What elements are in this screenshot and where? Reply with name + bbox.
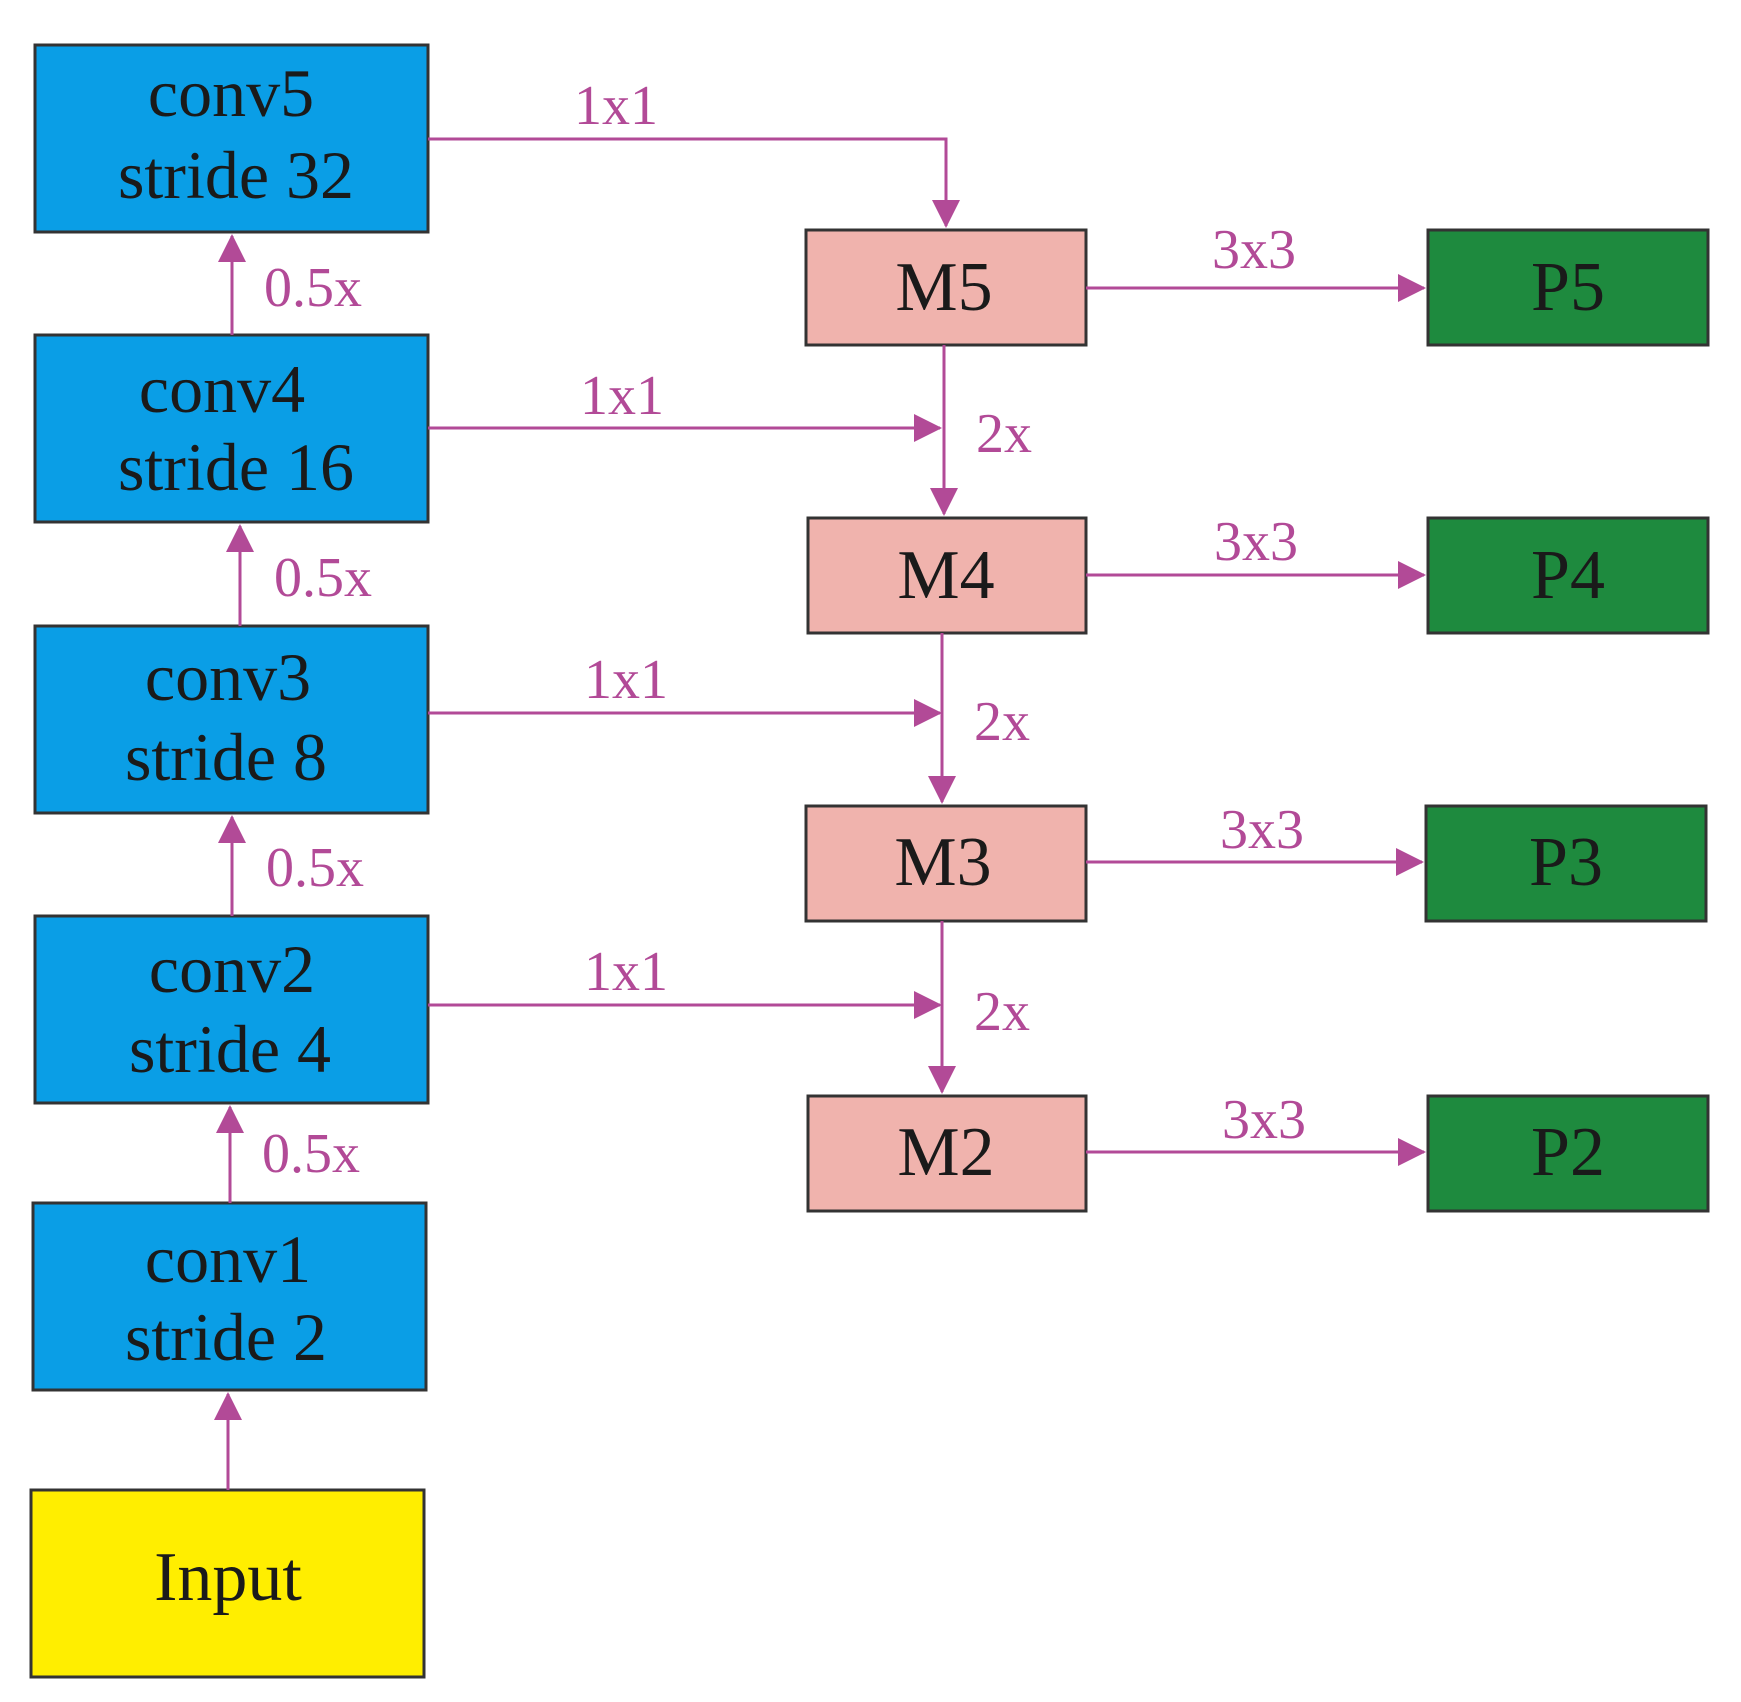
input-box: Input <box>29 1488 426 1679</box>
label-conv2-conv3-downsample: 0.5x <box>266 837 364 899</box>
label-conv4-conv5-downsample: 0.5x <box>264 257 362 319</box>
input-rect <box>29 1488 426 1679</box>
p5-box: P5 <box>1426 228 1710 347</box>
m3-rect <box>804 804 1088 923</box>
m5-box: M5 <box>804 228 1088 347</box>
p2-label: P2 <box>1531 1114 1605 1191</box>
conv2-box: conv2 stride 4 <box>33 914 430 1105</box>
p4-rect <box>1426 516 1710 635</box>
p3-box: P3 <box>1424 804 1708 923</box>
m5-label: M5 <box>895 249 992 326</box>
conv3-box: conv3 stride 8 <box>33 624 430 815</box>
p2-box: P2 <box>1426 1094 1710 1213</box>
p3-label: P3 <box>1529 824 1603 901</box>
conv4-rect <box>33 333 430 524</box>
m4-rect <box>806 516 1088 635</box>
label-m5-p5-output: 3x3 <box>1212 219 1296 281</box>
label-m3-p3-output: 3x3 <box>1220 799 1304 861</box>
p4-box: P4 <box>1426 516 1710 635</box>
conv2-name: conv2 <box>149 931 315 1007</box>
conv1-name: conv1 <box>145 1221 311 1297</box>
conv2-stride: stride 4 <box>129 1011 331 1087</box>
label-m4-m3-upsample: 2x <box>974 691 1030 753</box>
m4-label: M4 <box>897 537 994 614</box>
arrow-conv5-to-m5 <box>428 137 960 228</box>
conv4-box: conv4 stride 16 <box>33 333 430 524</box>
conv1-stride: stride 2 <box>125 1299 327 1375</box>
m2-rect <box>806 1094 1088 1213</box>
label-conv3-conv4-downsample: 0.5x <box>274 547 372 609</box>
conv3-rect <box>33 624 430 815</box>
conv3-stride: stride 8 <box>125 719 327 795</box>
p2-rect <box>1426 1094 1710 1213</box>
p3-rect <box>1424 804 1708 923</box>
conv4-name: conv4 <box>139 351 305 427</box>
label-m2-p2-output: 3x3 <box>1222 1089 1306 1151</box>
conv5-stride: stride 32 <box>118 137 354 213</box>
label-m5-m4-upsample: 2x <box>976 403 1032 465</box>
conv1-rect <box>31 1201 428 1392</box>
conv5-box: conv5 stride 32 <box>33 43 430 234</box>
input-label: Input <box>154 1539 302 1616</box>
label-conv5-m5-lateral: 1x1 <box>574 75 658 137</box>
conv5-rect <box>33 43 430 234</box>
label-conv3-m3-lateral: 1x1 <box>584 649 668 711</box>
m3-box: M3 <box>804 804 1088 923</box>
p5-label: P5 <box>1531 249 1605 326</box>
m5-rect <box>804 228 1088 347</box>
conv4-stride: stride 16 <box>118 429 354 505</box>
conv5-name: conv5 <box>148 55 314 131</box>
m4-box: M4 <box>806 516 1088 635</box>
label-m3-m2-upsample: 2x <box>974 981 1030 1043</box>
label-conv4-m4-lateral: 1x1 <box>580 365 664 427</box>
m2-box: M2 <box>806 1094 1088 1213</box>
p5-rect <box>1426 228 1710 347</box>
label-conv1-conv2-downsample: 0.5x <box>262 1123 360 1185</box>
m3-label: M3 <box>894 824 991 901</box>
label-m4-p4-output: 3x3 <box>1214 511 1298 573</box>
conv3-name: conv3 <box>145 639 311 715</box>
m2-label: M2 <box>897 1114 994 1191</box>
conv1-box: conv1 stride 2 <box>31 1201 428 1392</box>
conv2-rect <box>33 914 430 1105</box>
label-conv2-m2-lateral: 1x1 <box>584 941 668 1003</box>
p4-label: P4 <box>1531 537 1605 614</box>
